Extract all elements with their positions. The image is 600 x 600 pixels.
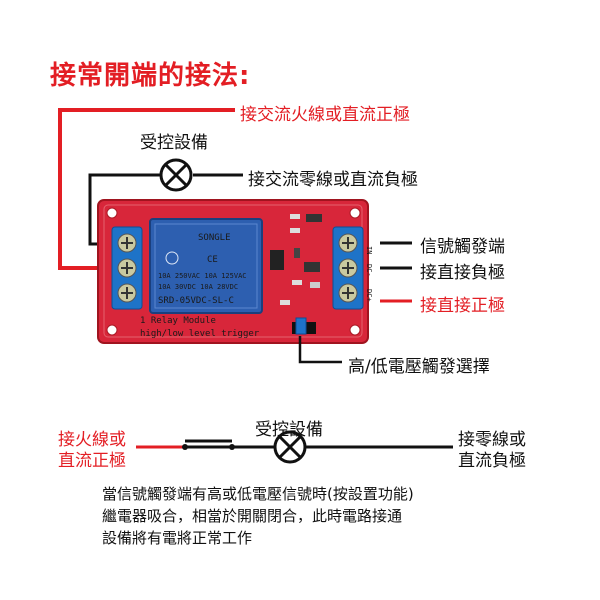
label-neutral-or-dc-negative: 接交流零線或直流負極 xyxy=(248,165,418,190)
pin-label-dcpos: DC+ xyxy=(365,289,373,302)
right-terminal-block xyxy=(333,227,363,309)
board-line-2: high/low level trigger xyxy=(140,329,260,339)
left-terminal-block xyxy=(112,227,142,309)
label-trigger-select: 高/低電壓觸發選擇 xyxy=(348,352,490,377)
svg-text:CE: CE xyxy=(207,255,218,265)
description-line-1: 當信號觸發端有高或低電壓信號時(按設置功能) xyxy=(102,483,414,504)
board-line-1: 1 Relay Module xyxy=(140,316,216,326)
description-line-2: 繼電器吸合，相當於開關閉合，此時電路接通 xyxy=(102,505,402,526)
relay-model: SRD-05VDC-SL-C xyxy=(158,296,234,306)
relay-body: SONGLE CE 10A 250VAC 10A 125VAC 10A 30VD… xyxy=(150,219,262,313)
pin-label-in: IN xyxy=(365,246,373,254)
relay-brand: SONGLE xyxy=(198,233,231,243)
page-title: 接常開端的接法: xyxy=(50,55,250,92)
label-controlled-device: 受控設備 xyxy=(140,128,208,153)
relay-spec-2: 10A 30VDC 10A 28VDC xyxy=(158,283,238,291)
label-direct-negative: 接直接負極 xyxy=(420,258,505,283)
switch-icon xyxy=(182,441,235,450)
bottom-label-live-2: 直流正極 xyxy=(58,446,126,471)
relay-spec-1: 10A 250VAC 10A 125VAC xyxy=(158,272,247,280)
label-direct-positive: 接直接正極 xyxy=(420,291,505,316)
pin-label-dcneg: DC- xyxy=(365,264,373,277)
label-live-or-dc-positive: 接交流火線或直流正極 xyxy=(240,100,410,125)
bottom-label-neutral-2: 直流負極 xyxy=(458,446,526,471)
bottom-label-device: 受控設備 xyxy=(255,415,323,440)
description-line-3: 設備將有電將正常工作 xyxy=(102,527,252,548)
label-signal-trigger: 信號觸發端 xyxy=(420,232,505,257)
lamp-icon xyxy=(161,160,191,190)
